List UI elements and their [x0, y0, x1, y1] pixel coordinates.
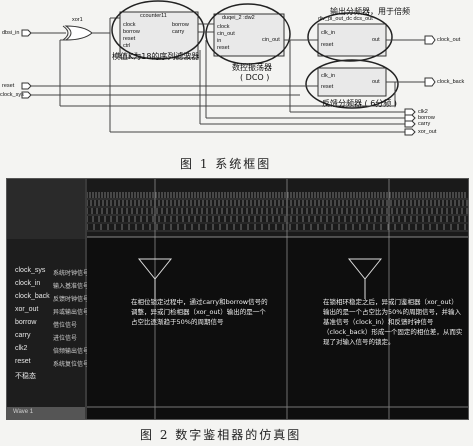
figure2-caption: 图 2 数字鉴相器的仿真图 [140, 428, 302, 442]
div-top-title: div_pi_out_dc dcs_out [318, 16, 373, 22]
signal-desc: 系统时钟信号 [53, 271, 90, 277]
dco-port: cin_out [262, 37, 280, 43]
output-borrow: borrow [418, 115, 435, 121]
signal-name[interactable]: xor_out [15, 306, 39, 313]
div-port: reset [321, 42, 334, 48]
div-port: clk_in [321, 73, 336, 79]
ann-div-bottom: 反馈分频器 ( 6分频 ) [322, 99, 397, 108]
div-port: out [372, 79, 380, 85]
signal-name[interactable]: clock_back [15, 293, 50, 300]
ann-dco-2: ( DCO ) [240, 73, 270, 82]
div-port: clk_in [321, 30, 336, 36]
counter-port: borrow [123, 29, 140, 35]
output-carry: carry [418, 121, 431, 127]
system-block-diagram: dbsi_in reset clock_sys xor1 ccounter11 … [0, 0, 473, 150]
signal-name[interactable]: 不稳态 [15, 373, 36, 380]
signal-name[interactable]: clock_sys [15, 267, 46, 274]
output-clk2: clk2 [418, 109, 428, 115]
dco-port: reset [217, 45, 230, 51]
counter-port: carry [172, 29, 185, 35]
signal-desc: 异或输出信号 [53, 310, 90, 316]
counter-port: ctrl [123, 43, 131, 49]
dco-port: cin_out [217, 31, 235, 37]
signal-desc: 借位信号 [53, 323, 78, 329]
input-label-clock-sys: clock_sys [0, 92, 24, 98]
tab-wave[interactable]: Wave 1 [13, 409, 34, 415]
signal-desc: 倍频输出信号 [53, 349, 90, 355]
waveform-svg [86, 179, 468, 419]
ann-div-top: 输出分频器，用于倍频 [330, 7, 410, 16]
dco-block-title: duqei_2 :dw2 [222, 15, 255, 21]
ann-dco: 数控振荡器 [232, 63, 272, 72]
output-xor: xor_out [418, 129, 437, 135]
annotation-locked: 在锁相环稳定之后，异或门鉴相器（xor_out）输出的是一个占空比为50%的周期… [323, 298, 463, 346]
signal-name[interactable]: reset [15, 358, 31, 365]
counter-port: reset [123, 36, 136, 42]
annotation-locking: 在相位锁定过程中，通过carry和borrow信号的调整，异或门检相器（xor_… [131, 298, 268, 326]
tab-bar [7, 407, 85, 419]
signal-list-header [7, 179, 85, 239]
dco-port: in [217, 38, 222, 44]
simulation-window: clock_sys 系统时钟信号 clock_in 输入基准信号 clock_b… [6, 178, 469, 420]
block-diagram-svg [0, 0, 473, 150]
counter-block-title: ccounter11 [140, 13, 167, 19]
dco-port: clock [217, 24, 230, 30]
figure1-caption: 图 1 系统框图 [180, 157, 272, 171]
div-port: reset [321, 84, 334, 90]
input-label-dbsi: dbsi_in [2, 30, 20, 36]
output-clock-back: clock_back [437, 79, 465, 85]
ann-counter: 模值K为18的序列滤波器 [112, 52, 200, 61]
div-port: out [372, 37, 380, 43]
signal-desc: 反馈时钟信号 [53, 297, 90, 303]
signal-desc: 输入基准信号 [53, 284, 90, 290]
signal-name[interactable]: clk2 [15, 345, 28, 352]
signal-name[interactable]: clock_in [15, 280, 41, 287]
output-clock-out: clock_out [437, 37, 461, 43]
signal-name[interactable]: borrow [15, 319, 37, 326]
input-label-reset: reset [2, 83, 15, 89]
signal-desc: 进位信号 [53, 336, 78, 342]
signal-name[interactable]: carry [15, 332, 31, 339]
clock-waveform [86, 192, 468, 230]
xor-label: xor1 [72, 17, 83, 23]
counter-port: clock [123, 22, 136, 28]
signal-desc: 系统复位信号 [53, 362, 90, 368]
counter-port: borrow [172, 22, 189, 28]
signal-list-pane: clock_sys 系统时钟信号 clock_in 输入基准信号 clock_b… [7, 179, 89, 419]
waveform-pane: 在相位锁定过程中，通过carry和borrow信号的调整，异或门检相器（xor_… [86, 179, 468, 419]
